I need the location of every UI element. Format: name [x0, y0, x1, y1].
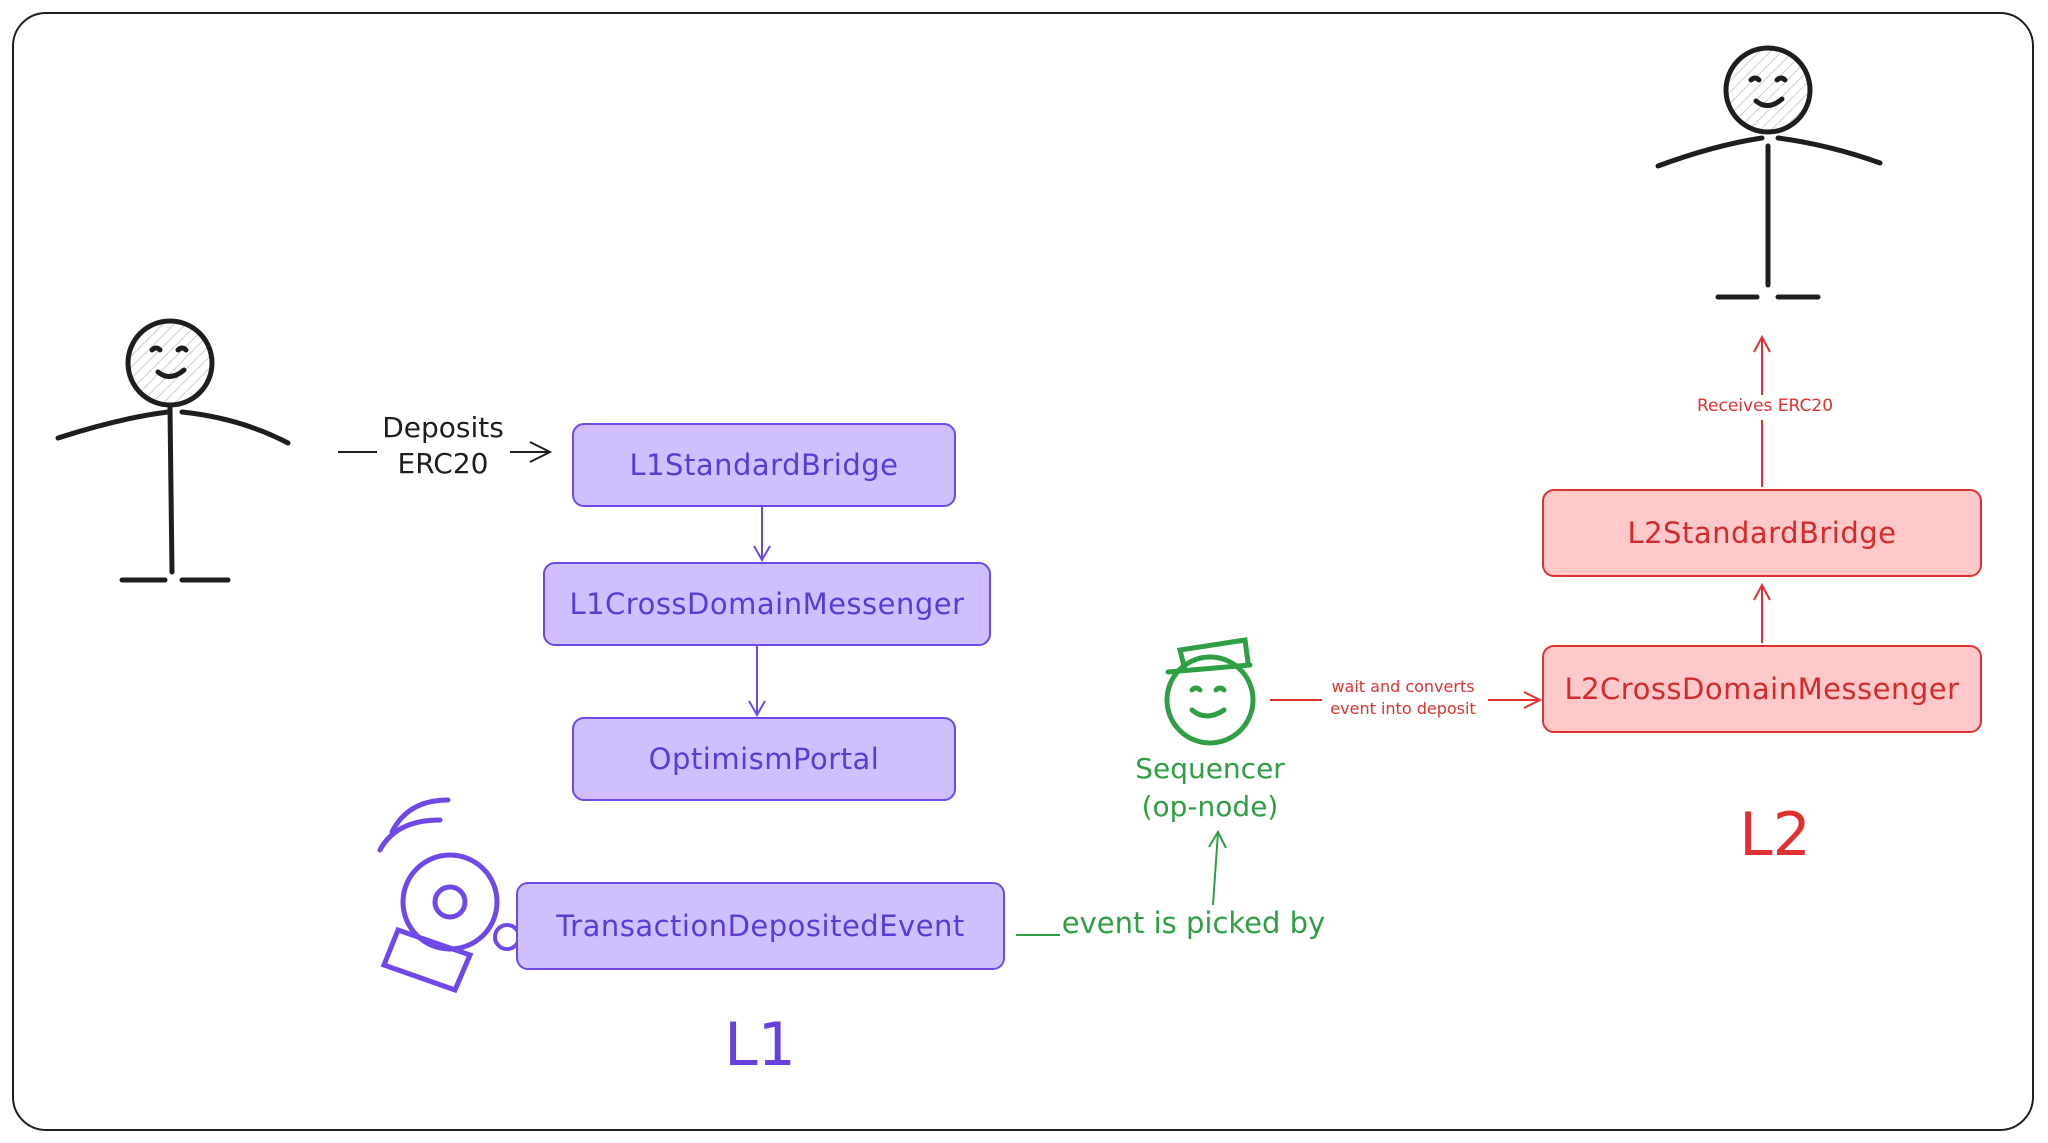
bell-alarm-icon: [377, 797, 521, 994]
transaction-deposited-event-box: TransactionDepositedEvent: [516, 882, 1005, 970]
convert-label: wait and converts event into deposit: [1330, 677, 1476, 718]
sequencer-bot-icon: [1164, 637, 1256, 746]
depositor-user-figure: [55, 318, 291, 583]
recipient-user-figure: [1655, 45, 1883, 300]
l2-zone-label: L2: [1739, 800, 1811, 870]
event-picked-label: event is picked by: [1061, 906, 1326, 940]
l1-standard-bridge-box: L1StandardBridge: [572, 423, 956, 507]
receives-erc20-label: Receives ERC20: [1680, 396, 1850, 416]
event-picked-arrow: [1016, 829, 1227, 936]
sequencer-label: Sequencer (op-node): [1135, 752, 1285, 823]
deposit-label: Deposits ERC20: [382, 411, 504, 480]
l2-flow-arrows: [1753, 334, 1771, 643]
deposit-arrow: [338, 441, 553, 463]
l1-cross-domain-messenger-box: L1CrossDomainMessenger: [543, 562, 991, 646]
optimism-portal-box: OptimismPortal: [572, 717, 956, 801]
l1-zone-label: L1: [724, 1010, 796, 1080]
convert-arrow: [1270, 691, 1543, 709]
l1-flow-arrows: [748, 507, 771, 718]
l2-cross-domain-messenger-box: L2CrossDomainMessenger: [1542, 645, 1982, 733]
l2-standard-bridge-box: L2StandardBridge: [1542, 489, 1982, 577]
